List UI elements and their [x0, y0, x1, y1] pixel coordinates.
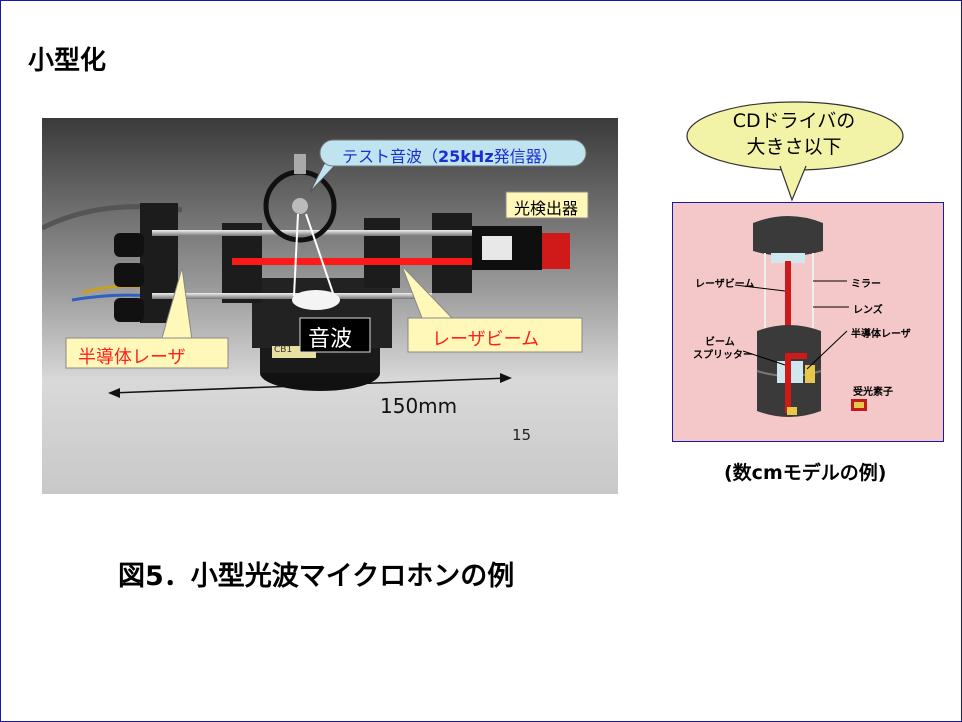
model-illustration: レーザビーム ミラー レンズ 半導体レーザ ビーム スプリッター 受光素子: [672, 202, 944, 442]
model-lens-label: レンズ: [853, 305, 883, 316]
figure-caption: 図5．小型光波マイクロホンの例: [118, 561, 515, 592]
bubble-line-1: CDドライバの: [732, 110, 856, 132]
model-laser-beam-label: レーザビーム: [695, 279, 755, 290]
model-semiconductor-laser-label: 半導体レーザ: [851, 329, 911, 340]
photo-number: 15: [512, 426, 532, 444]
dimension-label: 150mm: [380, 394, 458, 418]
device-tag: CB1: [274, 345, 293, 355]
bubble-text: CDドライバの 大きさ以下: [688, 108, 900, 160]
test-wave-label: テスト音波（25kHz発信器）: [342, 147, 558, 166]
model-beam-splitter-label-2: スプリッター: [693, 350, 753, 361]
bubble-line-2: 大きさ以下: [746, 136, 842, 158]
device-photo: テスト音波（25kHz発信器） 光検出器 音波 レーザビーム 半導体レーザ 15…: [42, 118, 618, 494]
sound-wave-label: 音波: [308, 327, 353, 352]
detector-label: 光検出器: [514, 199, 579, 218]
model-photodetector-label: 受光素子: [853, 387, 893, 398]
model-beam-splitter-label-1: ビーム: [705, 337, 735, 348]
model-mirror-label: ミラー: [851, 279, 881, 290]
semiconductor-laser-label: 半導体レーザ: [78, 347, 186, 368]
model-caption: (数cmモデルの例): [724, 462, 887, 484]
slide-title: 小型化: [28, 46, 107, 76]
laser-beam-label: レーザビーム: [432, 329, 540, 350]
size-bubble: [686, 101, 904, 202]
